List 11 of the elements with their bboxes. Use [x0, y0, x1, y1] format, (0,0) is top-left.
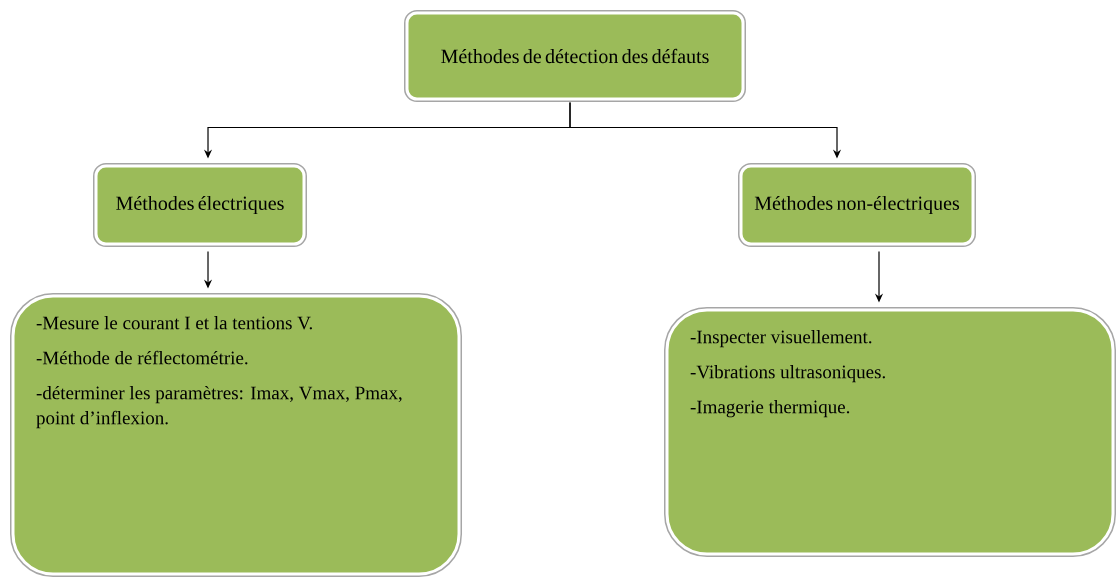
rounded-box — [664, 307, 1116, 557]
process-box: Méthodes non-électriques — [738, 163, 976, 247]
item-text: -Mesure le courant I et la tentions V. — [36, 316, 312, 330]
rounded-box — [10, 293, 462, 577]
item-text: -Imagerie thermique. — [690, 400, 850, 418]
item-text: -déterminer les paramètres: Imax, Vmax, Pmax, point d’inflexion. — [36, 385, 402, 429]
item-text: -Méthode de réflectométrie. — [36, 350, 248, 365]
process-box: Méthodes électriques — [93, 163, 307, 247]
item-text: -Inspecter visuellement. — [690, 330, 872, 348]
item-text: -Vibrations ultrasoniques. — [690, 365, 885, 383]
process-box: Méthodes de détection des défauts — [404, 10, 746, 102]
